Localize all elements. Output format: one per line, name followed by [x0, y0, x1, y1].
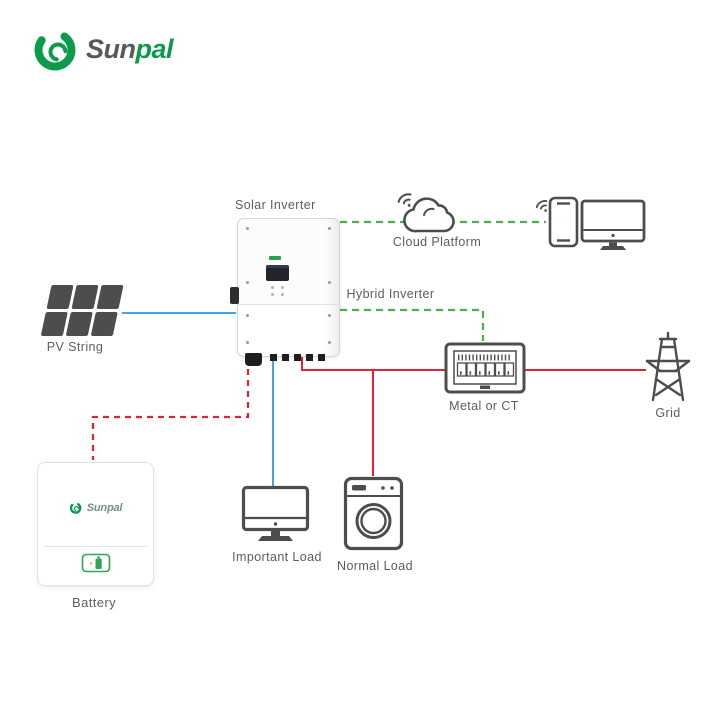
- cloud-icon: [397, 193, 455, 233]
- pv-string-label: PV String: [46, 340, 104, 354]
- washing-machine-icon: [343, 476, 404, 551]
- wire-inverter-meter: [340, 308, 485, 341]
- normal-load-label: Normal Load: [337, 559, 413, 573]
- solar-panel-icon: [41, 285, 124, 336]
- distribution-box-icon: [444, 342, 526, 394]
- inverter-side-port: [230, 287, 239, 304]
- brand-name: Sunpal: [86, 33, 174, 65]
- brand-logo: Sunpal: [33, 25, 174, 73]
- smartphone-icon: [536, 196, 579, 248]
- battery-level-icon: [81, 553, 111, 573]
- wifi-signal-icon: [397, 193, 412, 207]
- battery-brand-logo: Sunpal: [38, 501, 153, 515]
- hybrid-inverter-label: Hybrid Inverter: [346, 287, 435, 301]
- inverter-brand-mark: [269, 256, 281, 260]
- transmission-tower-icon: [645, 331, 691, 402]
- brand-name-suffix: pal: [135, 33, 174, 64]
- desktop-monitor-icon: [580, 199, 646, 250]
- wifi-signal-icon: [536, 200, 548, 212]
- important-load-label: Important Load: [232, 550, 322, 564]
- battery-brand-name: Sunpal: [86, 502, 123, 514]
- meter-ct-label: Metal or CT: [449, 399, 519, 413]
- cloud-platform-label: Cloud Platform: [392, 235, 482, 249]
- inverter-display: [266, 265, 289, 281]
- brand-name-prefix: Sun: [86, 33, 136, 64]
- battery-label: Battery: [72, 595, 116, 610]
- battery-divider: [44, 546, 147, 547]
- inverter-dc-connector: [245, 353, 262, 366]
- sunpal-swirl-icon: [69, 502, 82, 514]
- hybrid-inverter-unit: [230, 218, 340, 366]
- monitor-icon: [241, 485, 310, 541]
- sunpal-swirl-icon: [34, 29, 76, 71]
- grid-label: Grid: [655, 406, 681, 420]
- battery-unit: Sunpal: [37, 462, 154, 586]
- solar-inverter-label: Solar Inverter: [235, 198, 316, 212]
- inverter-terminals: [270, 354, 330, 361]
- wire-inverter-battery: [91, 358, 250, 460]
